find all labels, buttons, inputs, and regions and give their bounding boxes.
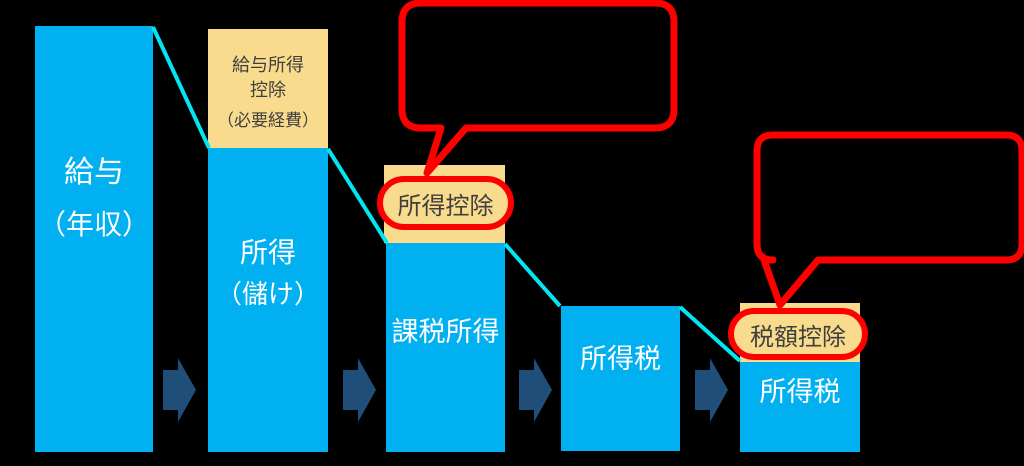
flow-arrow-icon-2 (343, 358, 376, 422)
flow-arrow-icon-3 (519, 358, 552, 422)
bar-income-label-line2: （儲け） (215, 280, 320, 310)
bar-salary-label-line1: 給与 (64, 155, 124, 190)
bar-income: 所得 （儲け） (208, 148, 328, 452)
salary-deduction-line2: 控除 (250, 80, 286, 101)
bar-taxable-income: 課税所得 (386, 243, 505, 452)
income-deduction-callout-bubble (398, 0, 678, 177)
flow-arrow-icon-1 (163, 358, 196, 422)
connector-line-1 (151, 26, 211, 149)
bar-final-income-tax: 所得税 (740, 362, 860, 452)
connector-line-3 (503, 242, 562, 308)
tax-credit-callout-bubble (753, 131, 1024, 309)
bar-final-income-tax-label: 所得税 (759, 377, 841, 408)
salary-deduction-line3: （必要経費） (217, 111, 319, 131)
flow-arrow-icon-4 (695, 358, 728, 422)
bar-income-tax: 所得税 (561, 306, 680, 451)
bar-salary: 給与 （年収） (35, 26, 153, 452)
bar-salary-label-line2: （年収） (37, 208, 150, 241)
bar-income-tax-label: 所得税 (580, 344, 661, 375)
salary-deduction-line1: 給与所得 (232, 55, 304, 76)
income-deduction-label: 所得控除 (397, 191, 494, 220)
bar-taxable-income-label: 課税所得 (391, 317, 500, 348)
bar-income-label-line1: 所得 (239, 236, 296, 269)
tax-credit-badge: 税額控除 (728, 308, 868, 360)
tax-credit-label: 税額控除 (750, 322, 846, 351)
income-deduction-badge: 所得控除 (377, 176, 514, 230)
salary-deduction-box: 給与所得 控除 （必要経費） (208, 29, 328, 148)
